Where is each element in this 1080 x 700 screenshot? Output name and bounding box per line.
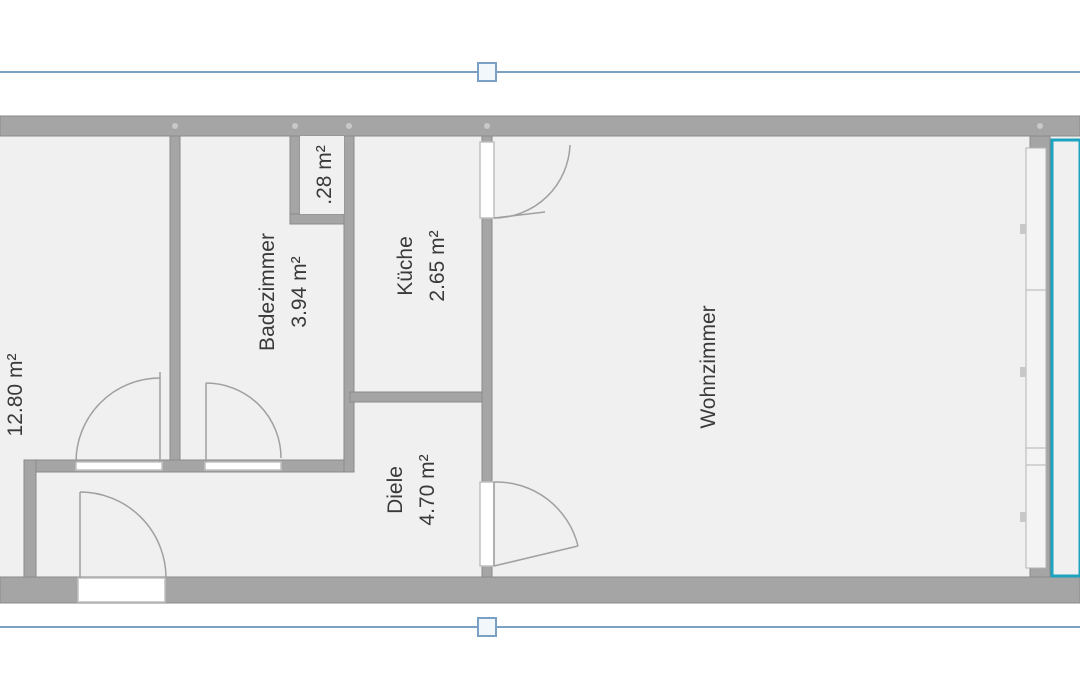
selection-frame[interactable] [0, 71, 1080, 628]
resize-handle-top[interactable] [477, 62, 497, 82]
door-kitchen-living[interactable] [479, 141, 571, 219]
resize-handle-bottom[interactable] [477, 617, 497, 637]
wall-bath-kitchen[interactable] [343, 135, 355, 473]
door-entrance[interactable] [77, 491, 167, 603]
door-bathroom[interactable] [204, 382, 282, 471]
room-name-diele: Diele [384, 466, 407, 514]
area-label-storage: .28 m² [313, 145, 336, 205]
wall-corridor-left[interactable] [23, 459, 37, 578]
area-label-kueche: 2.65 m² [426, 230, 449, 301]
wall-top[interactable] [0, 115, 1080, 137]
room-name-badezimmer: Badezimmer [256, 233, 279, 351]
area-label-badezimmer: 3.94 m² [288, 256, 311, 327]
room-name-kueche: Küche [394, 236, 417, 296]
wall-kitchen-bottom[interactable] [349, 391, 491, 403]
wall-junctions [172, 123, 1043, 129]
door-left-room[interactable] [75, 372, 163, 471]
area-label-left-room: 12.80 m² [4, 354, 27, 437]
selection-handles[interactable] [477, 62, 497, 637]
wall-corridor-top[interactable] [23, 459, 355, 473]
door-diele-living[interactable] [479, 481, 579, 567]
wall-bottom[interactable] [0, 576, 1080, 604]
area-label-diele: 4.70 m² [416, 454, 439, 525]
wall-left-room[interactable] [169, 135, 181, 470]
wall-living-divider[interactable] [481, 135, 493, 578]
window-right[interactable] [1020, 138, 1080, 578]
storage-floor [300, 136, 344, 214]
wall-storage-left[interactable] [289, 135, 301, 225]
room-name-wohnzimmer: Wohnzimmer [697, 305, 720, 428]
